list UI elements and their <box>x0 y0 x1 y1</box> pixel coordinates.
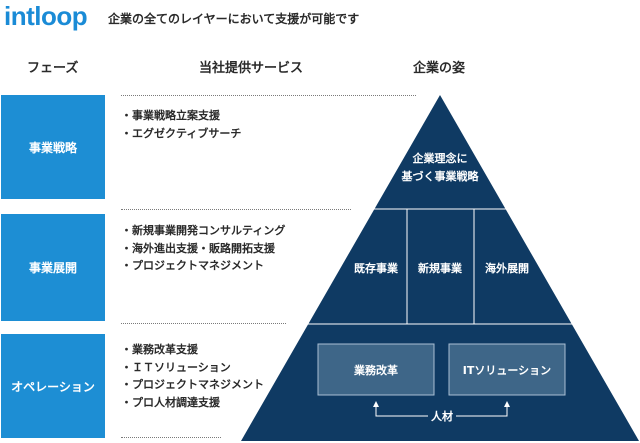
service-item: ・エグゼクティブサーチ <box>121 126 242 140</box>
divider-line <box>121 209 351 210</box>
phase-box-strategy: 事業戦略 <box>1 95 105 199</box>
pyramid-box-reform <box>317 343 435 396</box>
service-item: ・新規事業開発コンサルティング <box>121 224 286 237</box>
service-item: ・業務改革支援 <box>121 343 198 356</box>
pyramid-bottom-reform: 業務改革 <box>353 363 398 377</box>
phase-box-expansion: 事業展開 <box>1 214 105 321</box>
pyramid-middle-new: 新規事業 <box>418 261 463 275</box>
pyramid-middle-overseas: 海外展開 <box>485 261 529 275</box>
pyramid-box-it <box>448 343 566 396</box>
pyramid-bottom-it: ITソリューション <box>463 364 551 377</box>
phase-label: 事業戦略 <box>28 140 77 155</box>
arrow-right-line <box>456 403 508 417</box>
service-item: ・事業戦略立案支援 <box>121 109 220 122</box>
arrow-left-line <box>375 403 428 417</box>
intloop-logo: intloop <box>4 1 88 31</box>
foundation-arrows <box>375 403 508 417</box>
arrow-up-icon <box>373 401 379 407</box>
pyramid-top-line-2: 基づく事業戦略 <box>401 169 480 183</box>
header-services: 当社提供サービス <box>199 61 304 76</box>
service-item: ・プロ人材調達支援 <box>121 395 220 409</box>
service-item: ・プロジェクトマネジメント <box>121 378 264 391</box>
service-item: ・プロジェクトマネジメント <box>121 259 264 272</box>
pyramid-middle-existing: 既存事業 <box>354 261 399 275</box>
service-list-expansion: ・新規事業開発コンサルティング ・海外進出支援・販路開拓支援 ・プロジェクトマネ… <box>121 222 285 275</box>
divider-line <box>121 95 416 96</box>
service-item: ・ＩＴソリューション <box>121 360 231 374</box>
header-phase: フェーズ <box>27 61 79 76</box>
pyramid-foundation: 人材 <box>431 409 453 423</box>
pyramid-top-line-1: 企業理念に <box>412 151 468 165</box>
phase-label: オペレーション <box>11 379 95 394</box>
phase-label: 事業展開 <box>28 261 77 275</box>
service-item: ・海外進出支援・販路開拓支援 <box>121 241 275 255</box>
header-company: 企業の姿 <box>413 61 466 76</box>
divider-line <box>121 323 286 324</box>
service-list-strategy: ・事業戦略立案支援 ・エグゼクティブサーチ <box>121 107 241 142</box>
service-list-operation: ・業務改革支援 ・ＩＴソリューション ・プロジェクトマネジメント ・プロ人材調達… <box>121 341 264 411</box>
logo-text: intloop <box>4 1 88 31</box>
tagline: 企業の全てのレイヤーにおいて支援が可能です <box>108 12 360 26</box>
divider-line <box>121 437 221 438</box>
arrow-up-icon <box>504 401 510 407</box>
phase-box-operation: オペレーション <box>1 334 105 438</box>
